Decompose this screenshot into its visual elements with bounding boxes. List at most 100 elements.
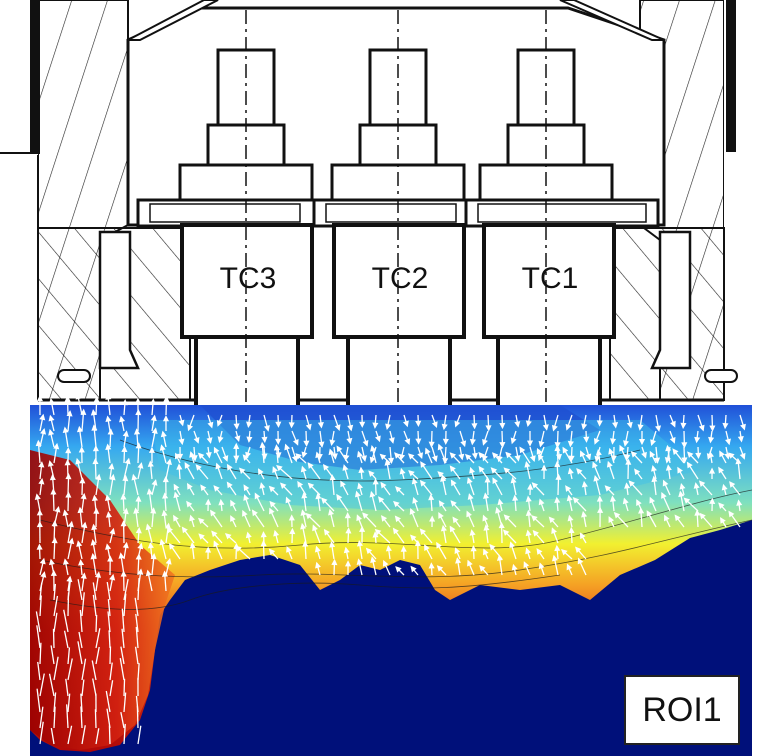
velocity-vector-head	[399, 467, 406, 475]
velocity-vector-head	[109, 527, 116, 535]
velocity-vector-head	[375, 435, 381, 443]
velocity-vector-head	[612, 421, 619, 429]
velocity-vector	[39, 595, 42, 617]
velocity-vector-head	[36, 395, 43, 402]
velocity-vector-head	[93, 396, 100, 403]
velocity-vector-head	[583, 436, 590, 443]
velocity-vector-head	[532, 529, 539, 537]
velocity-vector-head	[470, 545, 477, 552]
velocity-vector	[39, 673, 45, 697]
velocity-vector-head	[503, 514, 511, 521]
velocity-vector-head	[118, 552, 125, 559]
velocity-vector	[77, 641, 83, 665]
velocity-vector-head	[454, 547, 461, 555]
velocity-vector-head	[35, 439, 42, 447]
velocity-vector-head	[502, 529, 510, 536]
velocity-vector-head	[565, 423, 572, 431]
velocity-vector	[92, 582, 97, 601]
velocity-vector-head	[693, 482, 700, 489]
velocity-vector-head	[593, 475, 600, 482]
velocity-vector-head	[385, 423, 392, 431]
velocity-vector-head	[630, 451, 638, 458]
velocity-vector-head	[681, 457, 688, 464]
velocity-vector-head	[490, 467, 498, 474]
velocity-vector-head	[683, 497, 691, 504]
velocity-vector-head	[92, 457, 99, 465]
velocity-vector-head	[205, 546, 212, 553]
velocity-vector-head	[377, 496, 385, 503]
velocity-vector-head	[370, 556, 377, 563]
velocity-vector	[137, 725, 142, 745]
velocity-vector-head	[483, 492, 490, 499]
velocity-vector-head	[651, 465, 657, 472]
velocity-vector-head	[561, 549, 568, 556]
velocity-vector-head	[166, 526, 173, 534]
roi-label: ROI1	[642, 690, 722, 729]
velocity-vector-head	[636, 499, 642, 506]
velocity-vector-head	[162, 492, 169, 499]
velocity-vector-head	[259, 482, 266, 489]
velocity-vector-head	[137, 568, 144, 575]
velocity-vector-head	[399, 453, 406, 461]
velocity-vector-head	[646, 510, 653, 517]
velocity-vector	[67, 725, 73, 745]
velocity-vector-head	[260, 531, 267, 538]
velocity-vector	[48, 673, 55, 697]
velocity-vector	[67, 647, 71, 665]
velocity-vector	[136, 705, 139, 729]
velocity-vector	[106, 581, 111, 601]
velocity-vector-head	[51, 520, 58, 527]
velocity-vector-head	[365, 547, 373, 555]
velocity-vector-head	[407, 453, 415, 460]
velocity-vector-head	[105, 443, 112, 450]
velocity-vector-head	[394, 515, 401, 523]
velocity-vector-head	[66, 410, 73, 417]
velocity-vector	[121, 628, 125, 649]
velocity-vector-head	[357, 482, 364, 490]
velocity-vector-head	[65, 473, 72, 480]
velocity-vector-head	[151, 427, 158, 434]
velocity-vector-head	[514, 421, 521, 428]
velocity-vector-head	[619, 444, 625, 452]
velocity-vector-head	[484, 476, 491, 483]
velocity-vector-head	[440, 524, 447, 532]
velocity-vector-head	[163, 395, 170, 402]
velocity-vector-head	[650, 439, 656, 447]
velocity-vector-head	[441, 423, 448, 431]
velocity-vector-head	[594, 455, 601, 463]
velocity-vector-head	[725, 438, 731, 446]
velocity-vector-head	[735, 457, 742, 465]
velocity-vector-head	[268, 548, 276, 556]
velocity-vector	[79, 609, 83, 633]
velocity-vector-head	[485, 425, 492, 432]
velocity-vector-head	[419, 528, 426, 535]
velocity-vector-head	[538, 498, 545, 506]
velocity-vector-head	[79, 477, 86, 484]
velocity-vector-head	[329, 474, 336, 481]
velocity-vector-head	[189, 542, 196, 549]
velocity-vector-head	[677, 466, 683, 474]
velocity-vector-head	[698, 424, 705, 432]
velocity-vector-head	[213, 446, 220, 454]
velocity-vector-head	[510, 476, 517, 484]
velocity-vector-head	[536, 548, 543, 555]
velocity-vector	[135, 626, 139, 649]
velocity-vector-head	[672, 448, 679, 455]
velocity-vector-head	[135, 495, 142, 502]
velocity-vector-head	[379, 453, 387, 461]
velocity-vector-head	[211, 530, 218, 538]
velocity-vector-head	[624, 454, 631, 461]
velocity-vector-head	[369, 490, 376, 498]
bottom-housing	[37, 227, 738, 402]
velocity-vector-head	[233, 423, 240, 430]
velocity-vector-head	[329, 541, 336, 548]
velocity-vector-head	[307, 462, 314, 469]
velocity-vector-head	[80, 492, 87, 500]
velocity-vector-head	[263, 425, 270, 432]
velocity-vector	[65, 678, 69, 697]
velocity-vector-head	[193, 436, 200, 444]
velocity-vector-head	[38, 461, 45, 468]
velocity-vector-head	[698, 480, 706, 487]
velocity-vector-head	[295, 453, 302, 460]
velocity-vector-head	[464, 453, 472, 461]
